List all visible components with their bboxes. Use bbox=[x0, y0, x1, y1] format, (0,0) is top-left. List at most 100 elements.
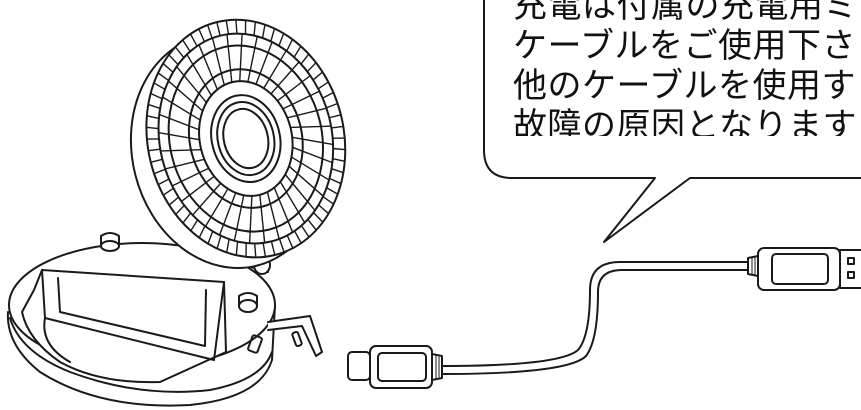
fan-grill-spoke bbox=[176, 66, 208, 104]
fan-rim-rib bbox=[146, 126, 160, 130]
fan-rim-rib bbox=[317, 204, 329, 214]
fan-grill-spoke bbox=[160, 148, 202, 152]
fan-rim-rib bbox=[332, 157, 345, 162]
notice-line: 充電は付属の充電用ミ bbox=[513, 0, 858, 26]
fan-base bbox=[6, 232, 323, 407]
fan-rim-rib bbox=[330, 167, 344, 173]
fan-rim-rib bbox=[261, 24, 266, 39]
fan-rim-rib bbox=[163, 63, 174, 73]
fan-rim-rib bbox=[270, 240, 276, 255]
fan-rim-rib bbox=[225, 20, 230, 35]
fan-grill-spoke bbox=[248, 195, 253, 244]
fan-rim-rib bbox=[286, 234, 294, 248]
fan-grill-spoke bbox=[270, 62, 300, 95]
notice-line: 故障の原因となります bbox=[513, 106, 857, 136]
fan-rim-rib bbox=[293, 46, 302, 58]
fan-grill-spoke bbox=[239, 34, 243, 82]
fan-rim-rib bbox=[198, 225, 206, 238]
fan-rim-rib bbox=[330, 125, 344, 129]
fan-rim-rib bbox=[300, 224, 310, 237]
fan-rim-rib bbox=[175, 204, 186, 215]
fan-rim-rib bbox=[278, 238, 285, 252]
fan-head bbox=[129, 18, 347, 269]
fan-rim-rib bbox=[226, 238, 230, 253]
fan-rim-rib bbox=[325, 103, 338, 109]
fan-rim-rib bbox=[207, 25, 213, 39]
fan-grill-spoke bbox=[186, 54, 213, 97]
fan-rim-rib bbox=[235, 20, 238, 35]
fan-grill-spoke bbox=[276, 75, 311, 102]
fan-rim-rib bbox=[332, 147, 345, 151]
fan-grill-spoke bbox=[181, 175, 215, 202]
fan-rim-rib bbox=[207, 230, 214, 244]
fan-grill-spoke bbox=[192, 182, 222, 216]
fan-grill-spoke bbox=[273, 186, 293, 232]
fan-rim-rib bbox=[163, 187, 175, 196]
fan-rim-rib bbox=[216, 234, 222, 249]
fan-rim-rib bbox=[154, 168, 166, 174]
fan-rim-rib bbox=[190, 34, 198, 47]
fan-grill-spoke bbox=[289, 125, 331, 129]
fan-rim-rib bbox=[307, 218, 317, 231]
fan-grill-spoke bbox=[198, 45, 219, 91]
fan-rim-rib bbox=[245, 242, 247, 257]
fan-grill-spoke bbox=[286, 107, 327, 119]
fan-grill-spoke bbox=[212, 38, 225, 86]
fan-rim-rib bbox=[154, 82, 166, 91]
fan-grill-spoke bbox=[162, 96, 201, 121]
fan-rim-rib bbox=[325, 187, 338, 195]
usb-cable bbox=[347, 247, 861, 389]
fan-grill-spoke bbox=[290, 156, 329, 181]
fan-rim-rib bbox=[169, 196, 180, 206]
fan-grill-spoke bbox=[266, 191, 280, 239]
notice-line: 他のケーブルを使用す bbox=[513, 66, 856, 106]
fan-rim-rib bbox=[147, 138, 160, 140]
fan-rim-rib bbox=[322, 195, 334, 205]
fan-grill-spoke bbox=[159, 114, 200, 131]
fan-rim-rib bbox=[235, 240, 239, 255]
fan-grill-spoke bbox=[233, 194, 245, 241]
fan-grill-spoke bbox=[291, 146, 333, 163]
fan-grill-spoke bbox=[219, 192, 237, 235]
fan-rim-rib bbox=[182, 212, 192, 223]
fan-grill-spoke bbox=[259, 194, 266, 243]
fan-rim-rib bbox=[312, 211, 323, 223]
fan-rim-rib bbox=[190, 219, 199, 231]
speech-bubble bbox=[483, 0, 861, 243]
fan-grill-spoke bbox=[168, 80, 204, 112]
fan-grill-spoke bbox=[291, 136, 333, 146]
fan-rim-rib bbox=[216, 22, 221, 37]
fan-rim-rib bbox=[158, 72, 170, 82]
fan-grill-spoke bbox=[284, 173, 316, 211]
fan-rim-rib bbox=[198, 29, 206, 43]
fan-rim-rib bbox=[278, 33, 284, 47]
fan-rim-rib bbox=[148, 148, 161, 152]
notice-text: 充電は付属の充電用ミ ケーブルをご使用下さ 他のケーブルを使用す 故障の原因とな… bbox=[513, 0, 861, 136]
fan-grill-spoke bbox=[172, 167, 210, 187]
fan-rim-rib bbox=[182, 40, 191, 53]
fan-rim-rib bbox=[168, 54, 179, 66]
notice-line: ケーブルをご使用下さ bbox=[513, 26, 856, 66]
fan-rim-rib bbox=[253, 22, 256, 37]
fan-grill-spoke bbox=[263, 50, 287, 89]
fan-rim-rib bbox=[328, 114, 341, 119]
fan-grill-spoke bbox=[279, 181, 305, 223]
fan-rim-rib bbox=[262, 242, 266, 257]
fan-grill-spoke bbox=[165, 158, 206, 170]
fan-grill-spoke bbox=[255, 42, 273, 85]
fan-rim-rib bbox=[285, 39, 293, 52]
fan-rim-rib bbox=[293, 230, 302, 243]
fan-grill-spoke bbox=[282, 90, 320, 110]
fan-grill-spoke bbox=[205, 188, 229, 227]
fan-rim-rib bbox=[151, 158, 164, 163]
fan-grill-spoke bbox=[288, 165, 324, 197]
fan-rim-rib bbox=[147, 115, 160, 120]
fan-rim-rib bbox=[244, 20, 247, 35]
fan-rim-rib bbox=[158, 178, 170, 185]
fan-grill-spoke bbox=[158, 132, 201, 141]
fan-rim-rib bbox=[328, 177, 341, 184]
fan-rim-rib bbox=[150, 93, 163, 100]
fan-rim-rib bbox=[306, 62, 316, 73]
